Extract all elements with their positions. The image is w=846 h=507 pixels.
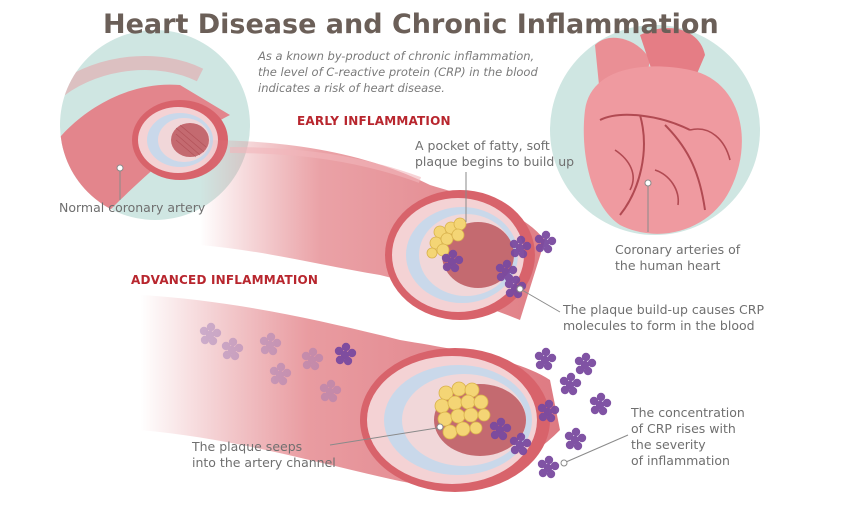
advanced-inflammation-heading: ADVANCED INFLAMMATION [131,273,319,287]
callout-line: A pocket of fatty, soft [415,138,550,153]
early-inflammation-heading: EARLY INFLAMMATION [297,114,451,128]
early-artery [200,140,561,320]
callout-line: Normal coronary artery [59,200,206,215]
page-title: Heart Disease and Chronic Inflammation [103,9,719,40]
callout-normal-artery: Normal coronary artery [59,200,205,216]
intro-line: indicates a risk of heart disease. [258,81,445,95]
intro-line: As a known by-product of chronic inflamm… [258,49,535,63]
intro-text: As a known by-product of chronic inflamm… [258,48,558,96]
callout-line: The plaque build-up causes CRP [563,302,764,317]
callout-plaque-pocket: A pocket of fatty, soft plaque begins to… [415,138,574,170]
callout-line: of CRP rises with [631,421,736,436]
intro-line: the level of C-reactive protein (CRP) in… [258,65,538,79]
heart-circle [550,25,760,235]
callout-line: the severity [631,437,706,452]
callout-line: plaque begins to build up [415,154,575,169]
callout-line: Coronary arteries of [615,242,741,257]
callout-coronary-arteries: Coronary arteries of the human heart [615,242,740,274]
callout-line: the human heart [615,258,721,273]
advanced-artery [140,295,629,492]
callout-plaque-seeps: The plaque seeps into the artery channel [192,439,336,471]
callout-crp-rises: The concentration of CRP rises with the … [631,405,745,469]
callout-line: into the artery channel [192,455,336,470]
callout-line: The plaque seeps [192,439,303,454]
callout-line: of inflammation [631,453,730,468]
callout-line: The concentration [631,405,745,420]
callout-line: molecules to form in the blood [563,318,755,333]
callout-crp-form: The plaque build-up causes CRP molecules… [563,302,764,334]
